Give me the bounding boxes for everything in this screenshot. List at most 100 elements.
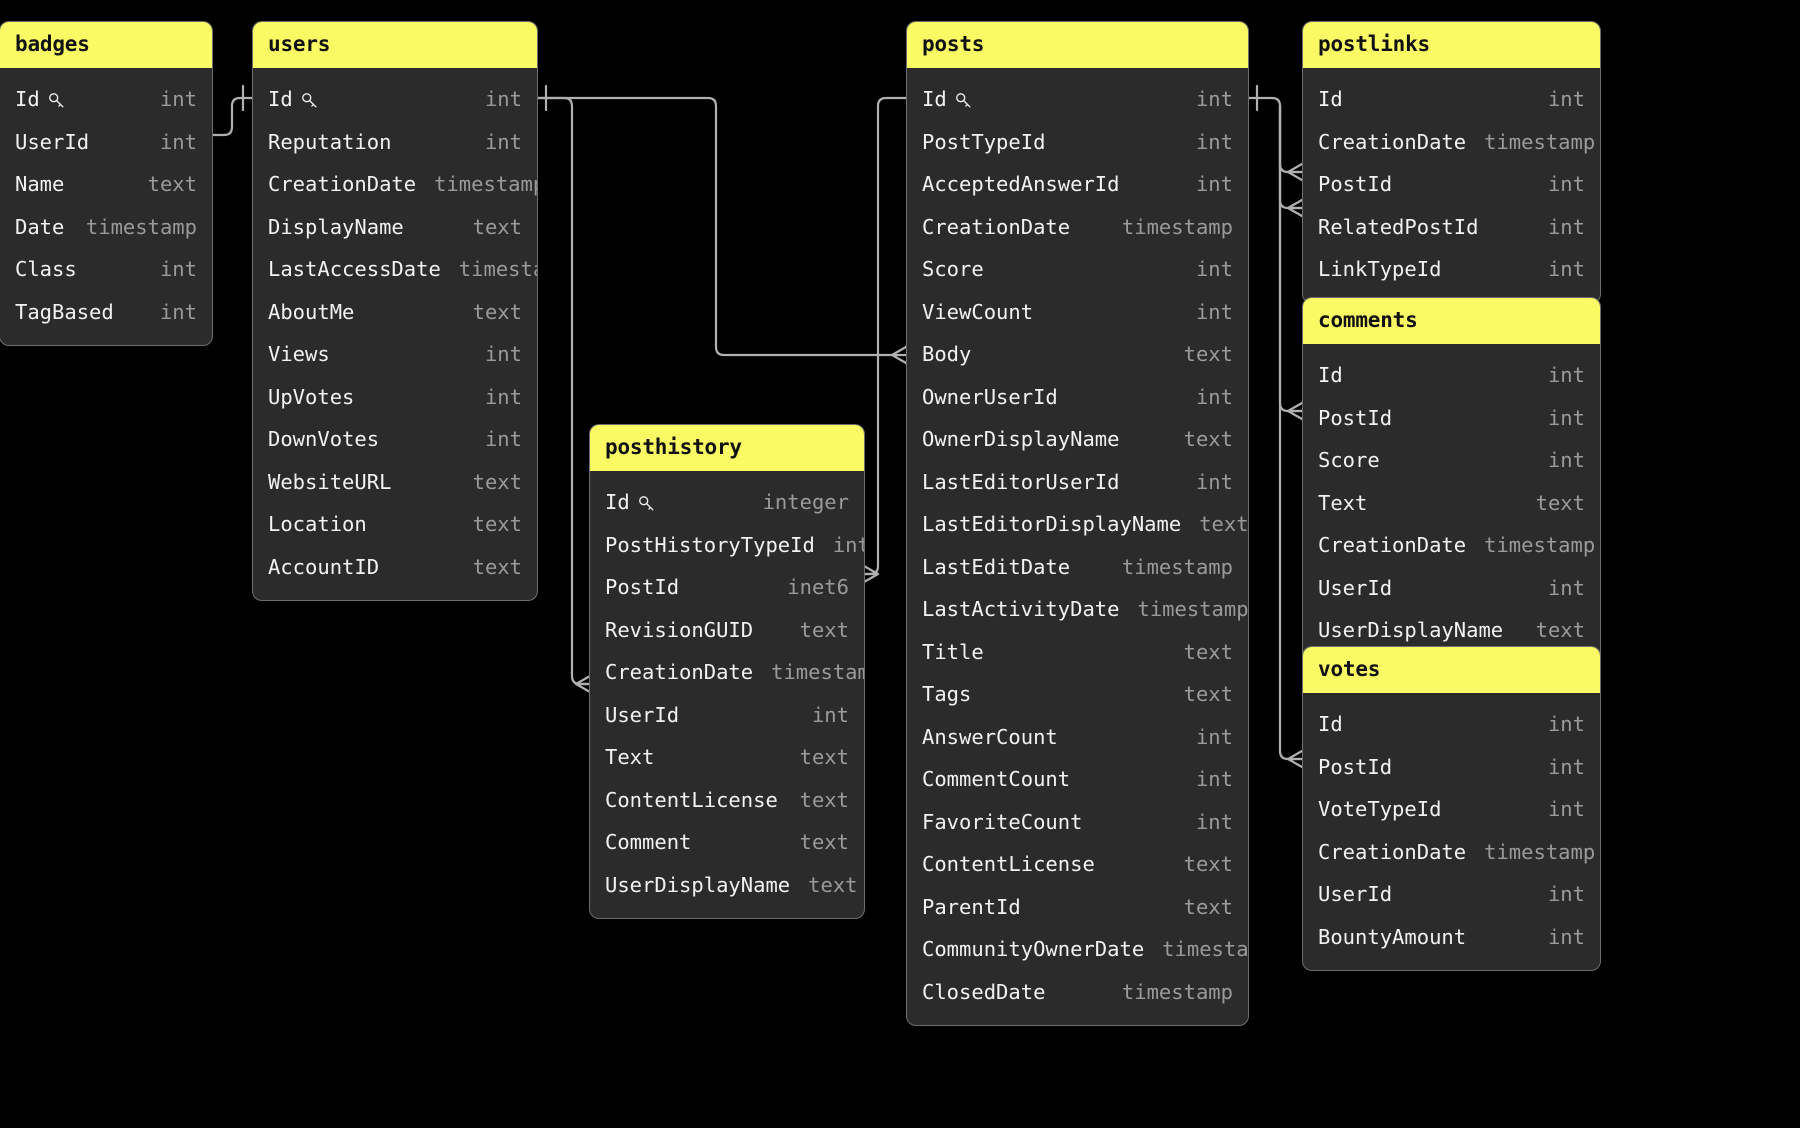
field-name: Location	[268, 512, 367, 537]
field-row[interactable]: CommunityOwnerDatetimestamp	[907, 928, 1248, 971]
field-row[interactable]: Id integer	[590, 481, 864, 524]
field-type: int	[1547, 575, 1585, 600]
field-name-wrapper: Id	[922, 87, 973, 111]
edge-posts-id-to-postlinks-relatedpostid	[1278, 104, 1304, 218]
field-name-wrapper: Id	[1318, 87, 1343, 111]
field-name: ContentLicense	[605, 787, 778, 812]
field-type: int	[1547, 924, 1585, 949]
field-name-wrapper: CreationDate	[1318, 840, 1466, 864]
field-name-wrapper: PostHistoryTypeId	[605, 533, 815, 557]
field-name: VoteTypeId	[1318, 797, 1442, 822]
field-name-wrapper: CreationDate	[1318, 533, 1466, 557]
field-name-wrapper: Score	[922, 257, 984, 281]
field-name-wrapper: OwnerUserId	[922, 385, 1058, 409]
field-row[interactable]: Score int	[907, 248, 1248, 291]
field-row[interactable]: Id int	[0, 78, 212, 121]
field-row[interactable]: Id int	[907, 78, 1248, 121]
field-name: LastEditorDisplayName	[922, 512, 1182, 537]
field-row[interactable]: Id int	[253, 78, 537, 121]
field-row[interactable]: CreationDate timestamp	[1303, 524, 1600, 567]
field-type: text	[808, 872, 858, 897]
field-name-wrapper: CreationDate	[1318, 130, 1466, 154]
field-type: int	[832, 532, 864, 557]
field-type: int	[1195, 257, 1233, 282]
field-row[interactable]: LastAccessDatetimestamp	[253, 248, 537, 291]
field-name: Id	[922, 87, 947, 112]
field-type: timestamp	[1484, 533, 1596, 558]
field-name-wrapper: Comment	[605, 830, 691, 854]
field-type: int	[159, 257, 197, 282]
field-row[interactable]: PostHistoryTypeId int	[590, 524, 864, 567]
field-type: int	[1195, 172, 1233, 197]
